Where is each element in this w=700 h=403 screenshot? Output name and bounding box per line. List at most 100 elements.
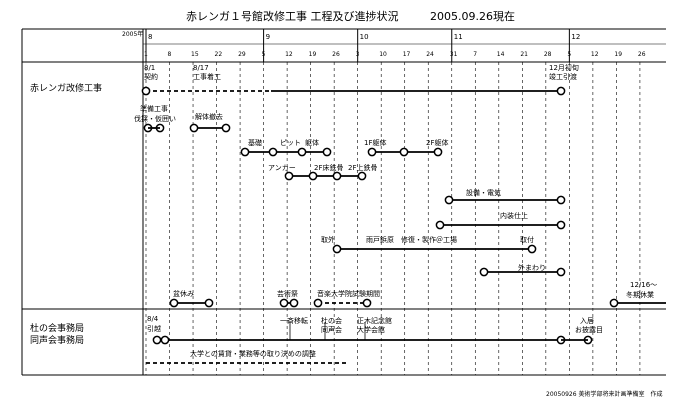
event-masaki-label: 正木記念館 <box>357 316 392 325</box>
row-label-dousei: 同声会事務局 <box>30 334 84 346</box>
move-node <box>160 335 170 345</box>
exterior-node <box>556 267 566 277</box>
handover-node <box>556 86 566 96</box>
day-label: 10 <box>379 51 387 58</box>
interior-node <box>435 220 445 230</box>
frame-node <box>240 147 250 157</box>
week-gridlines <box>145 62 641 375</box>
day-label: 7 <box>473 51 477 58</box>
month-label: 11 <box>454 33 463 41</box>
winter-node <box>609 298 619 308</box>
exterior-node <box>479 267 489 277</box>
task-2f-frame-label: 2F躯体 <box>426 138 448 147</box>
event-obon-label: 盆休み <box>173 289 194 298</box>
steel-node <box>308 171 318 181</box>
steel-node <box>332 171 342 181</box>
task-anchor-label: アンカー <box>268 164 296 172</box>
steel-node <box>284 171 294 181</box>
day-label: 3 <box>356 51 360 58</box>
day-label: 5 <box>567 51 571 58</box>
demolition-node <box>189 123 199 133</box>
task-negotiation-label: 大学との賃貸・業務等の取り決めの調整 <box>190 349 316 358</box>
frame-node <box>268 147 278 157</box>
event-dousei-label: 同声会 <box>321 325 342 334</box>
day-label: 17 <box>403 51 411 58</box>
task-frame-label: 躯体 <box>305 138 319 147</box>
day-label: 1 <box>144 51 148 58</box>
task-interior-label: 内装仕上 <box>500 211 528 220</box>
task-removal-label: 取外 <box>321 235 335 244</box>
task-shutter-repair-label: 雨戸鋲原 修復・製作＠工場 <box>366 235 457 244</box>
frame-node <box>322 147 332 157</box>
day-label: 29 <box>238 51 246 58</box>
task-start-date: 8/17 <box>193 64 209 72</box>
obon-node <box>204 298 214 308</box>
floor-frame-node <box>433 147 443 157</box>
exam-node <box>362 298 372 308</box>
as-of-date: 2005.09.26現在 <box>430 10 515 23</box>
task-pit-label: ピット <box>280 139 301 147</box>
task-prep-sub-label: 伐採・仮囲い <box>134 114 176 123</box>
day-label: 12 <box>285 51 293 58</box>
year-label: 2005年 <box>122 30 143 38</box>
event-move-label: 引越 <box>147 324 161 333</box>
event-mass-move-label: 一斉移転 <box>280 316 308 325</box>
day-label: 26 <box>638 51 646 58</box>
task-contract-date: 8/1 <box>144 64 155 72</box>
month-label: 12 <box>571 33 580 41</box>
task-1f-frame-label: 1F躯体 <box>364 138 386 147</box>
event-art-festival-label: 芸術祭 <box>277 289 298 298</box>
day-label: 26 <box>332 51 340 58</box>
move-node <box>152 335 162 345</box>
art-festival-node <box>279 298 289 308</box>
day-label: 21 <box>520 51 528 58</box>
row-label-renga: 赤レンガ改修工事 <box>30 82 102 94</box>
event-winter-label: 冬期休業 <box>626 290 654 299</box>
day-label: 19 <box>614 51 622 58</box>
day-label: 28 <box>544 51 552 58</box>
interior-node <box>556 220 566 230</box>
floor-frame-node <box>399 147 409 157</box>
day-label: 15 <box>191 51 199 58</box>
month-label: 9 <box>266 33 270 41</box>
obon-node <box>169 298 179 308</box>
task-bars <box>141 86 666 364</box>
art-festival-node <box>289 298 299 308</box>
event-announcement-label: お披露目 <box>575 325 603 334</box>
task-start-label: 工事着工 <box>193 72 221 81</box>
month-label: 8 <box>148 33 152 41</box>
day-label: 24 <box>426 51 434 58</box>
floor-frame-node <box>367 147 377 157</box>
steel-node <box>357 171 367 181</box>
day-label: 14 <box>497 51 505 58</box>
exam-node <box>313 298 323 308</box>
contract-node <box>141 86 151 96</box>
task-install-label: 取付 <box>520 235 534 244</box>
shutter-node <box>332 244 342 254</box>
event-moving-in-label: 入居 <box>580 317 594 325</box>
equipment-node <box>444 195 454 205</box>
day-label: 8 <box>168 51 172 58</box>
task-demolition-label: 解体撤去 <box>195 112 223 121</box>
month-label: 10 <box>360 33 369 41</box>
task-equipment-label: 設備・電気 <box>466 188 501 197</box>
shutter-node <box>527 244 537 254</box>
task-prep-label: 準備工事 <box>140 104 168 113</box>
task-foundation-label: 基礎 <box>248 138 262 147</box>
day-label: 12 <box>591 51 599 58</box>
footer-credit: 20050926 美術学部将来計画準備室 作成 <box>546 390 662 398</box>
frame-node <box>297 147 307 157</box>
task-contract-label: 契約 <box>144 72 158 81</box>
event-move-date-label: 8/4 <box>147 315 159 323</box>
demolition-node <box>221 123 231 133</box>
row-label-mori: 杜の会事務局 <box>30 322 84 334</box>
event-exam-period-label: 音楽大学院試験期間 <box>317 289 380 298</box>
day-label: 19 <box>309 51 317 58</box>
event-daigaku-kaikan-label: 大学会館 <box>357 325 385 334</box>
event-winter-date-label: 12/16～ <box>630 281 657 289</box>
task-2f-floor-steel-label: 2F床鉄骨 <box>314 163 343 172</box>
month-labels: 8 9 10 11 12 <box>143 29 666 62</box>
page-title: 赤レンガ１号館改修工事 工程及び進捗状況 <box>186 9 399 23</box>
